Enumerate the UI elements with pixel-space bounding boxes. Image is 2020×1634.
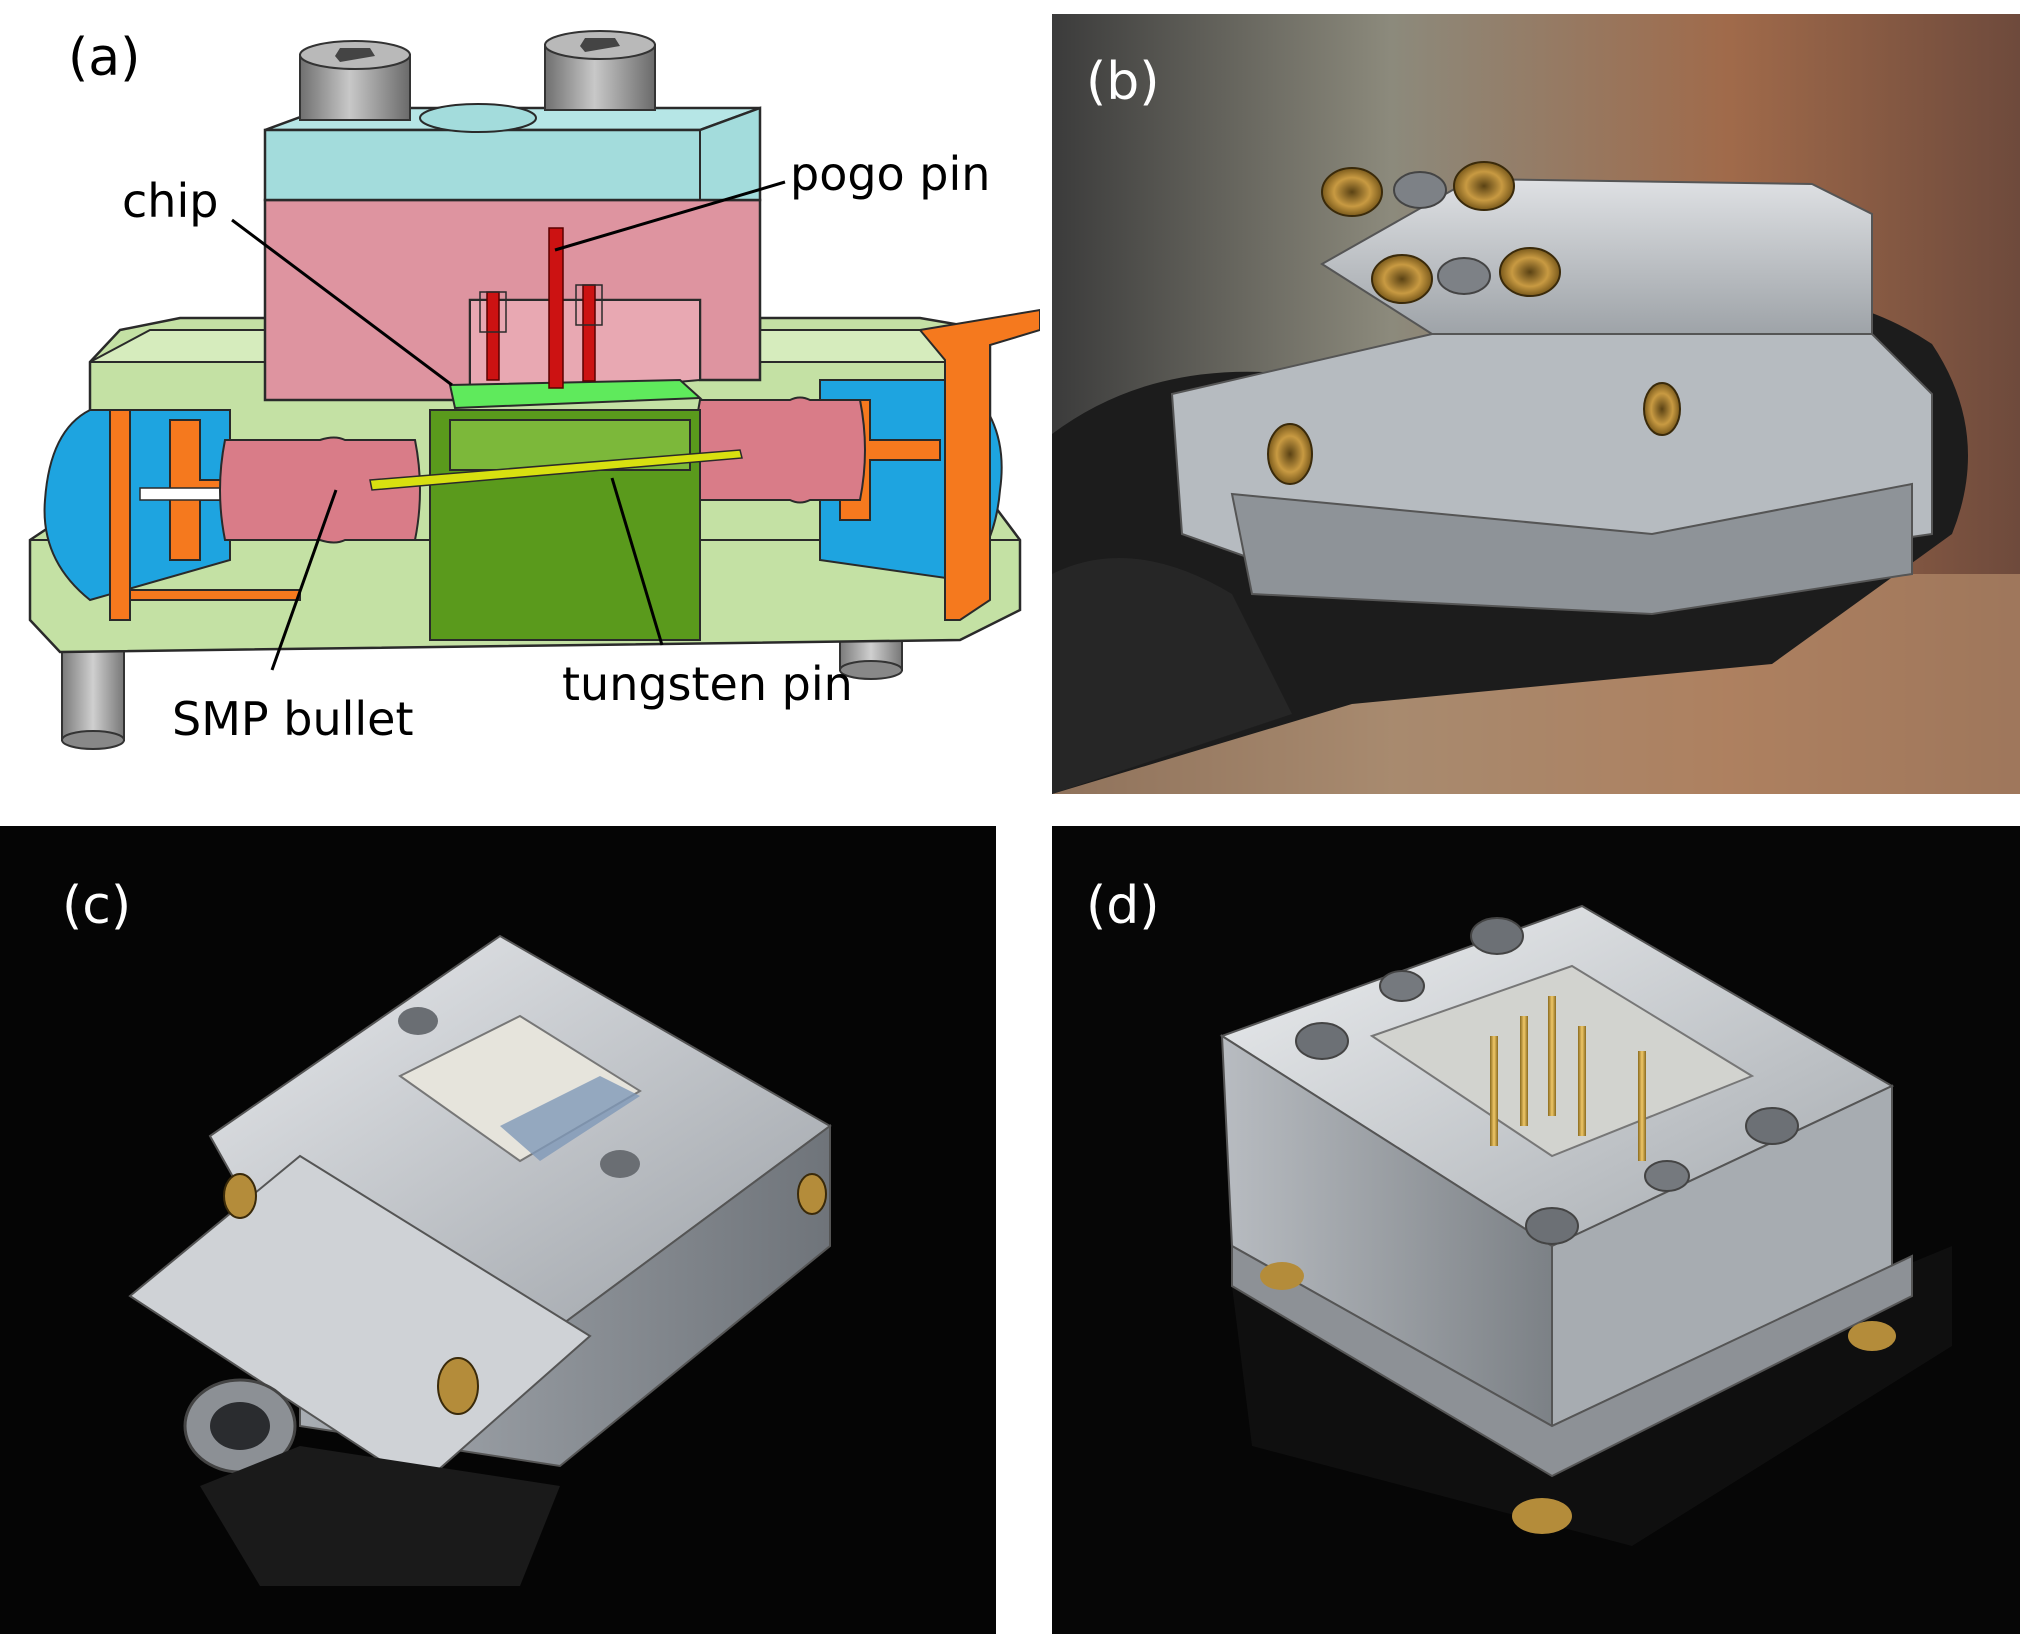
reflection: [200, 1446, 560, 1586]
lid-standoffs: [1260, 1262, 1896, 1534]
block-hole-center: [1437, 257, 1491, 295]
lid-center-hole: [419, 103, 537, 133]
block-lower: [1230, 482, 1913, 616]
bottom-post-right-end: [839, 660, 903, 680]
bottom-post-left-end: [61, 730, 125, 750]
connector-left-bore: [210, 1402, 270, 1450]
block-hole-top: [1393, 171, 1447, 209]
leader-chip: [231, 218, 453, 387]
panel-d-label: (d): [1086, 876, 1160, 936]
panel-c-label: (c): [62, 876, 132, 936]
lid-base-plate: [1231, 1244, 1913, 1478]
panel-a-cad-cross-section: chip pogo pin SMP bullet tungsten pin (a…: [0, 0, 1040, 790]
cad-drawing: chip pogo pin SMP bullet tungsten pin: [28, 30, 1040, 750]
brass-insert-c3: [797, 1173, 827, 1215]
pogo-pin-socket-right: [575, 284, 603, 326]
panel-c-photo: (c): [0, 826, 996, 1634]
lid-front-face: [263, 106, 762, 202]
brass-insert-c1: [437, 1357, 479, 1415]
bottom-post-left: [61, 639, 125, 741]
brass-insert-c2: [223, 1173, 257, 1219]
package-hole-2: [600, 1150, 640, 1178]
pogo-pin-socket-left: [479, 291, 507, 333]
chip-cavity-blue: [500, 1076, 640, 1161]
glove-finger: [1052, 558, 1292, 794]
callout-pogo-pin: pogo pin: [790, 147, 990, 201]
package-hole-1: [398, 1007, 438, 1035]
chip: [448, 378, 703, 410]
panel-b-photo: (b): [1052, 14, 2020, 794]
lid-threaded-holes: [1295, 917, 1799, 1245]
pogo-pin-right: [582, 284, 596, 382]
pogo-pin-left: [486, 291, 500, 381]
leader-pogo-pin: [554, 180, 786, 252]
callout-smp-bullet: SMP bullet: [172, 692, 414, 746]
pogo-pin-main: [548, 227, 564, 389]
panel-d-photo: (d): [1052, 826, 2020, 1634]
center-insert-cavity: [449, 419, 691, 471]
tungsten-pin: [369, 449, 743, 491]
photo-b: [1052, 14, 2020, 794]
callout-tungsten-pin: tungsten pin: [562, 657, 853, 711]
screw-left: [299, 40, 411, 121]
callout-chip: chip: [122, 174, 218, 228]
leader-smp-bullet: [270, 489, 338, 671]
brass-inserts: [1267, 161, 1681, 485]
smp-bullet-right: [694, 396, 866, 504]
pogo-pins: [1490, 996, 1646, 1161]
right-connector-orange: [839, 308, 1040, 621]
photo-c: [0, 826, 996, 1634]
leader-tungsten-pin: [610, 477, 664, 646]
photo-d: [1052, 826, 2020, 1634]
panel-a-label: (a): [68, 28, 141, 88]
screw-right: [544, 30, 656, 111]
panel-b-label: (b): [1086, 52, 1160, 112]
smp-bullet-left: [219, 436, 421, 544]
